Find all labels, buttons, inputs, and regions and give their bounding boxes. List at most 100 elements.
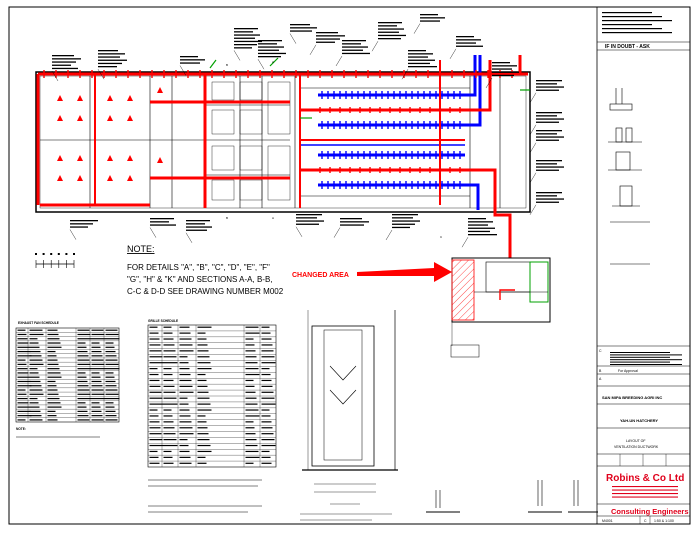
annotation-text (296, 217, 317, 219)
table-cell-text (77, 355, 89, 357)
table-cell-text (105, 329, 118, 331)
title-note-text (602, 16, 662, 18)
annotation-text (258, 43, 277, 45)
annotation-text (296, 220, 324, 222)
table-cell-text (179, 338, 192, 340)
annotation-text (290, 27, 317, 29)
table-cell-text (261, 427, 273, 429)
table-cell-text (261, 344, 273, 346)
table-cell-text (163, 456, 173, 458)
annotation-text (492, 68, 512, 70)
diffuser-symbol (127, 175, 133, 181)
leader-line (333, 227, 341, 238)
annotation-text (234, 47, 252, 49)
annotation-text (420, 17, 445, 19)
table-cell-text (105, 393, 119, 395)
table-cell-text (77, 342, 86, 344)
table-cell-text (47, 333, 59, 336)
table-cell-text (179, 362, 189, 364)
annotation-text (536, 201, 559, 203)
table-cell-text (179, 356, 188, 358)
company-name: Robins & Co Ltd (606, 473, 684, 484)
annotation-text (468, 234, 497, 236)
table-cell-text (197, 350, 209, 352)
section-detail (300, 310, 398, 521)
table-cell-text (245, 326, 259, 328)
table-cell-text (163, 421, 174, 423)
annotation-text (98, 50, 118, 52)
table-cell-text (163, 373, 173, 376)
table-cell-text (163, 415, 173, 417)
company-address (612, 493, 678, 495)
table-cell-text (197, 456, 206, 458)
table-cell-text (91, 410, 102, 412)
company-address (612, 489, 678, 491)
table-cell-text (197, 450, 212, 453)
annotation-text (468, 227, 495, 229)
table-cell-text (163, 391, 176, 393)
table-cell-text (29, 368, 38, 370)
annotation-text (186, 229, 207, 231)
revision-a: A (599, 377, 602, 381)
table-cell-text (179, 403, 189, 405)
scale-bar (35, 253, 75, 268)
table-cell-text (197, 433, 209, 435)
table-cell-text (17, 372, 29, 374)
table-cell-text (245, 379, 254, 382)
table-cell-text (29, 338, 38, 340)
diffuser-symbol (127, 95, 133, 101)
table-cell-text (91, 342, 100, 344)
table-cell-text (149, 391, 162, 393)
annotation-text (98, 66, 117, 68)
table-cell-text (245, 427, 255, 429)
leader-line (529, 92, 537, 103)
table-cell-text (17, 402, 29, 404)
table-cell-text (245, 444, 258, 447)
table-cell-text (17, 350, 31, 353)
table-cell-text (179, 427, 193, 429)
table-cell-text (91, 359, 104, 361)
revision-letter: C (644, 519, 647, 523)
annotation-text (150, 224, 176, 226)
table-cell-text (149, 456, 159, 458)
drawing-title-2: VENTILATION DUCTWORK (614, 445, 659, 449)
table-cell-text (179, 462, 192, 464)
diffuser-symbol (127, 155, 133, 161)
leader-line (97, 69, 105, 80)
table-cell-text (17, 355, 32, 357)
table-cell-text (17, 363, 27, 365)
annotation-text (52, 55, 74, 57)
annotation-text (420, 14, 438, 16)
leader-line (485, 77, 493, 89)
leader-line (51, 70, 59, 82)
table-cell-text (179, 415, 191, 417)
table-cell-text (261, 462, 272, 464)
table-cell-text (179, 439, 188, 441)
table-cell-text (261, 356, 275, 358)
table-cell-text (163, 397, 177, 399)
annotation-text (98, 53, 125, 55)
table-cell-text (77, 363, 91, 365)
table-cell-text (149, 362, 164, 364)
table-cell-text (77, 333, 91, 336)
table-cell-text (163, 338, 174, 340)
table-cell-text (149, 450, 158, 453)
annotation-text (234, 37, 255, 39)
company-address (612, 486, 678, 488)
diffuser-symbol (77, 95, 83, 101)
table-cell-text (29, 393, 44, 395)
table-cell-text (163, 427, 175, 429)
table-cell-text (245, 385, 255, 387)
annotation-text (98, 59, 127, 61)
project-name: YAH-UN HATCHERY (620, 418, 658, 423)
table-cell-text (261, 362, 276, 364)
annotation-text (342, 40, 366, 42)
diffuser-symbol (127, 115, 133, 121)
annotation-text (258, 40, 282, 42)
table-cell-text (29, 397, 38, 400)
table-grid (16, 328, 120, 422)
table-cell-text (197, 397, 210, 399)
table-cell-text (197, 338, 207, 340)
table-cell-text (163, 344, 175, 346)
